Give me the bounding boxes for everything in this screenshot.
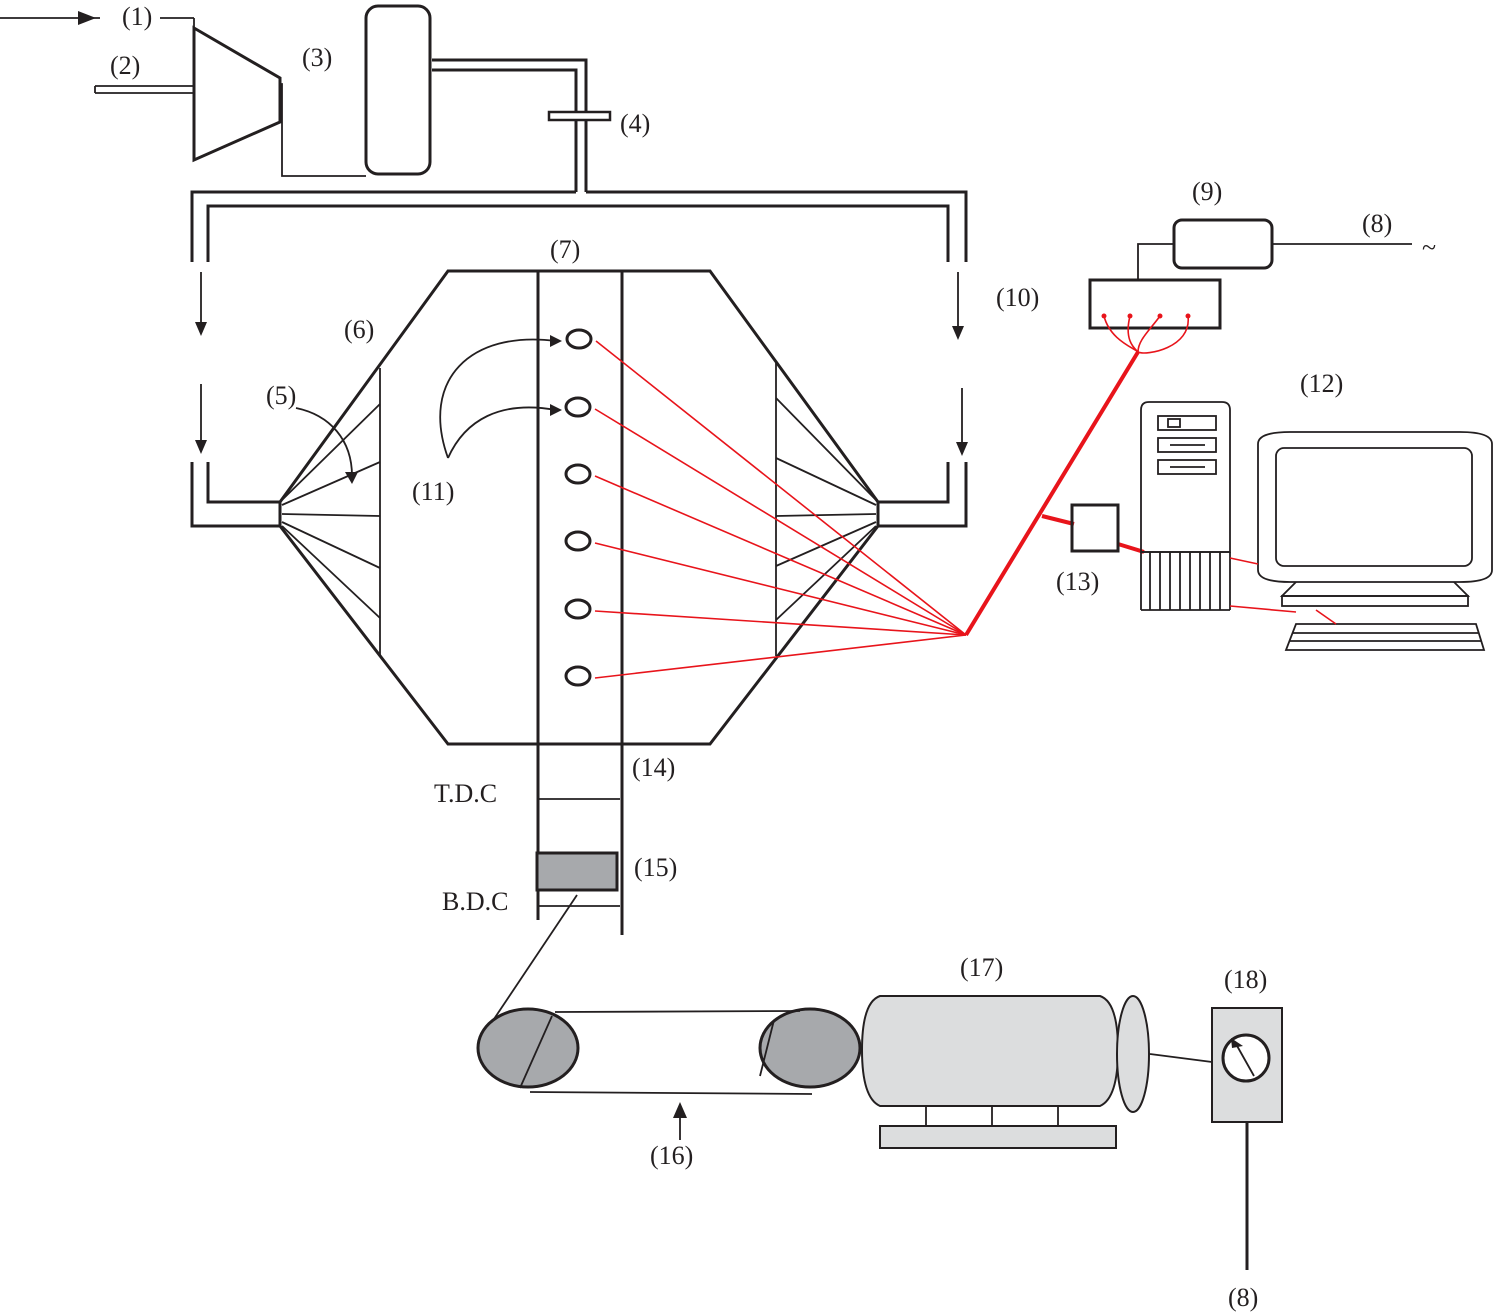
- tdc-label: T.D.C: [434, 779, 497, 808]
- label-10: (10): [996, 283, 1039, 312]
- flow-arrows-right: [952, 272, 968, 456]
- label-12: (12): [1300, 369, 1343, 398]
- right-inlet-duct: [878, 462, 968, 528]
- bdc-label: B.D.C: [442, 887, 508, 916]
- flow-arrows-left: [195, 272, 207, 454]
- label-18: (18): [1224, 965, 1267, 994]
- data-logger: [1088, 278, 1222, 354]
- belt-drive: [476, 894, 862, 1095]
- valve: [547, 110, 612, 122]
- label-1: (1): [122, 2, 152, 31]
- label-15: (15): [634, 853, 677, 882]
- left-inlet-duct: [190, 462, 280, 528]
- computer-tower: [1140, 401, 1231, 611]
- right-injector-fan: [775, 397, 877, 621]
- manifold: [190, 190, 968, 262]
- label-3: (3): [302, 43, 332, 72]
- label-17: (17): [960, 953, 1003, 982]
- label-9: (9): [1192, 177, 1222, 206]
- fuel-inlet-pipe: [94, 85, 194, 94]
- label-6: (6): [344, 315, 374, 344]
- power-supply: [1137, 218, 1412, 280]
- computer-monitor: [1257, 431, 1493, 607]
- ac-symbol: ~: [1422, 233, 1436, 262]
- label-14: (14): [632, 753, 675, 782]
- port-pointer-arrows: [439, 335, 562, 459]
- keyboard: [1284, 623, 1486, 651]
- mixer-unit: [192, 25, 366, 177]
- motor: [860, 995, 1150, 1149]
- label-11: (11): [412, 477, 454, 506]
- label-4: (4): [620, 109, 650, 138]
- converter-box: [1070, 503, 1120, 553]
- label-8-bottom: (8): [1228, 1283, 1258, 1312]
- feed-pipe: [432, 58, 612, 192]
- label-13: (13): [1056, 567, 1099, 596]
- storage-tank: [364, 4, 432, 176]
- air-inlet: [0, 11, 100, 25]
- label-8-top: (8): [1362, 209, 1392, 238]
- label-16: (16): [650, 1141, 693, 1170]
- fan-pointer-arrow: [295, 407, 358, 484]
- cylinder: [536, 271, 624, 935]
- label-2: (2): [110, 51, 140, 80]
- left-injector-fan: [281, 403, 381, 619]
- belt-pointer-arrow: [673, 1102, 687, 1140]
- combustion-chamber: [278, 269, 880, 746]
- sensor-ports: [564, 328, 593, 687]
- piston: [535, 851, 619, 892]
- thermocouple-wires: [594, 340, 967, 679]
- meter: [1149, 1007, 1283, 1270]
- signal-bus: [964, 350, 1140, 637]
- label-5: (5): [266, 381, 296, 410]
- label-7: (7): [550, 235, 580, 264]
